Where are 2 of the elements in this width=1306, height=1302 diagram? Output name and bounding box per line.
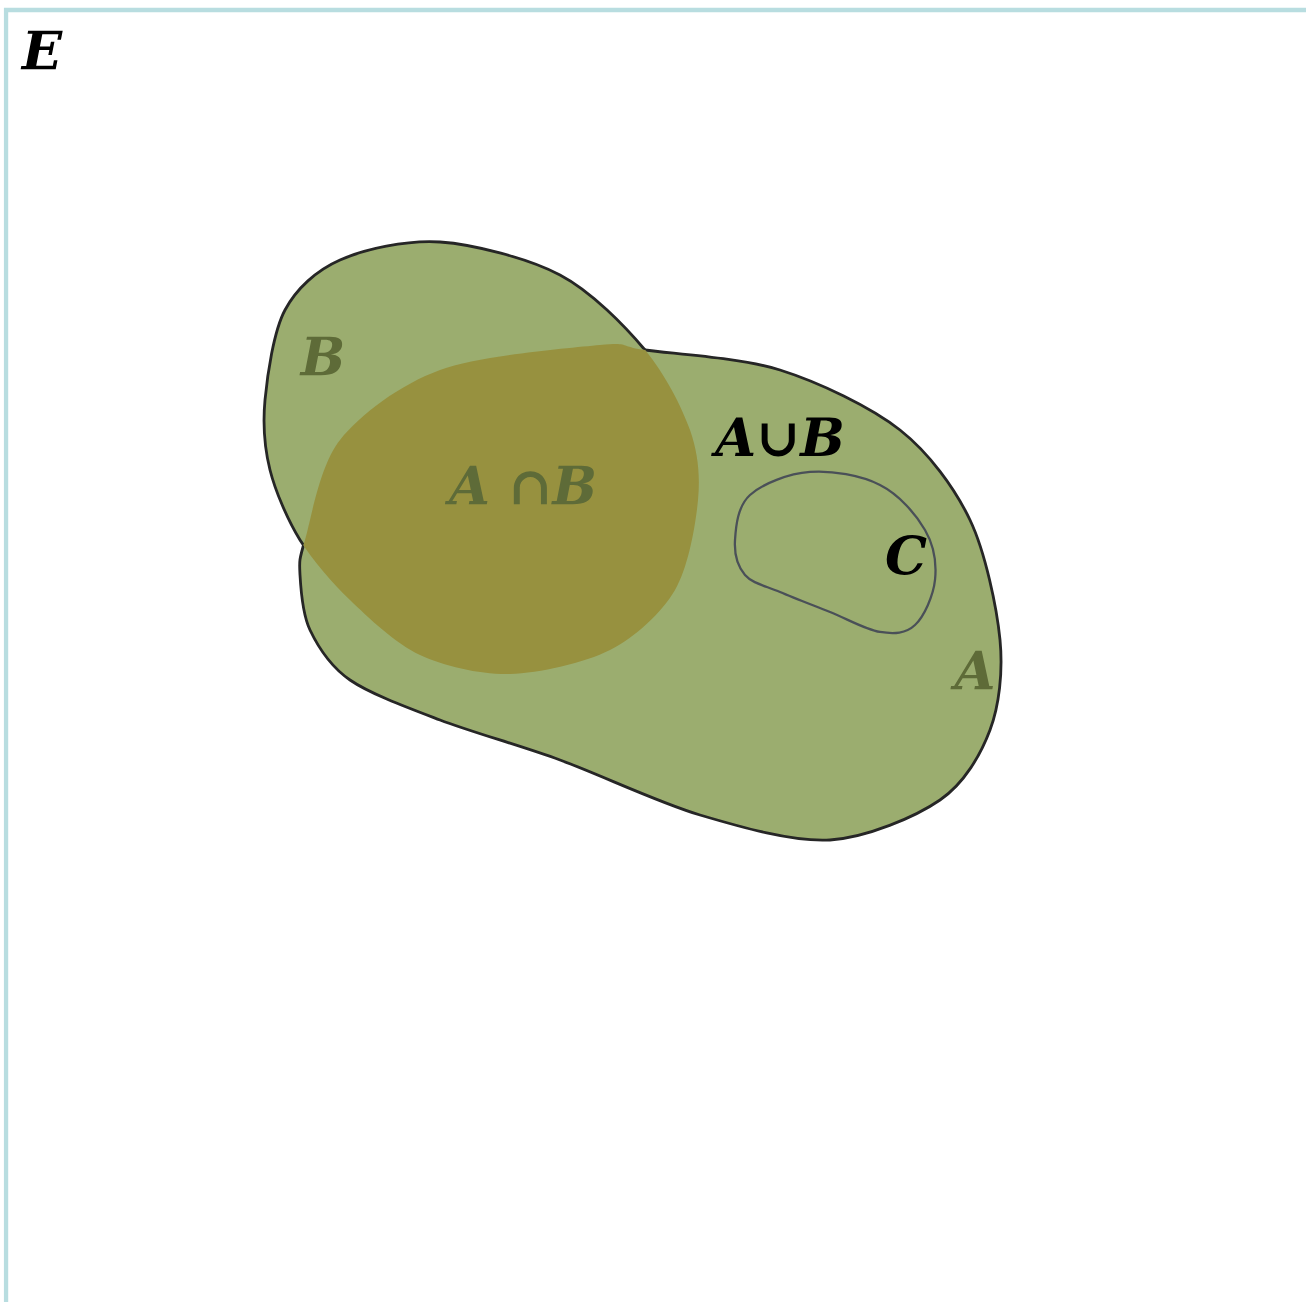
subset-region: C bbox=[733, 470, 937, 635]
set-label: A∪B bbox=[711, 417, 842, 457]
